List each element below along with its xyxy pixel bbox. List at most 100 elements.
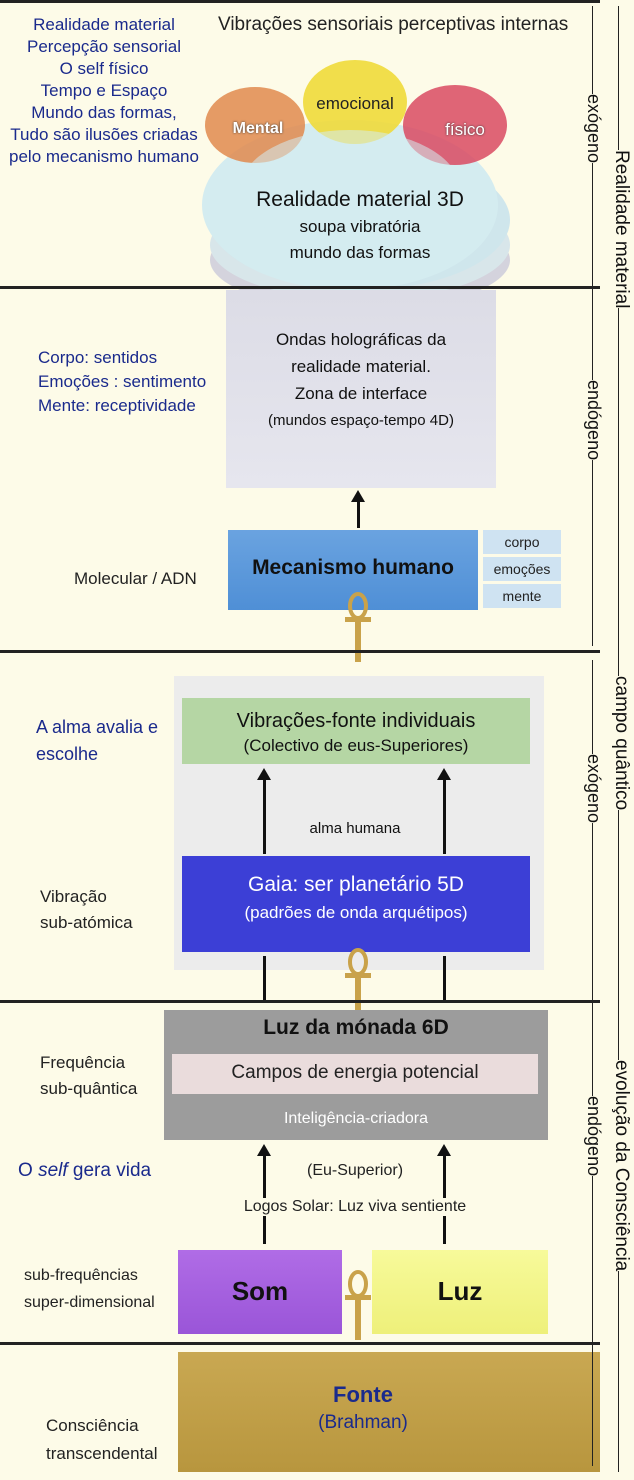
left-label: sub-frequências bbox=[24, 1267, 138, 1284]
ankh-icon bbox=[345, 948, 371, 1018]
section-divider bbox=[0, 1000, 600, 1003]
gaia-text: Gaia: ser planetário 5D (padrões de onda… bbox=[182, 870, 530, 926]
arrow-up-icon bbox=[351, 490, 365, 502]
fonte-box bbox=[178, 1352, 600, 1472]
reality-3d-sub: soupa vibratória bbox=[299, 217, 421, 236]
label-endogeno-2: endógeno bbox=[580, 1096, 604, 1177]
luz-box bbox=[372, 1250, 548, 1334]
eu-superior-label: (Eu-Superior) bbox=[290, 1162, 420, 1180]
ankh-icon bbox=[345, 1270, 371, 1340]
bracket-line bbox=[592, 660, 593, 1466]
left-label: Emoções : sentimento bbox=[38, 372, 207, 391]
left-label: O self físico bbox=[59, 59, 149, 78]
left-label: super-dimensional bbox=[24, 1294, 155, 1311]
self-gera-label: O self gera vida bbox=[18, 1160, 151, 1182]
section-divider bbox=[0, 286, 600, 289]
left-label: A alma avalia e bbox=[36, 717, 159, 737]
vibracoes-title: Vibrações-fonte individuais bbox=[236, 710, 476, 732]
arrow-shaft bbox=[263, 778, 266, 854]
left-label: escolhe bbox=[36, 744, 99, 764]
label-endogeno-1: endógeno bbox=[580, 380, 604, 461]
arrow-up-icon bbox=[257, 1144, 271, 1156]
label-exogeno-1: exógeno bbox=[580, 94, 604, 164]
label-realidade-material: Realidade material bbox=[606, 150, 632, 309]
label-exogeno-2: exógeno bbox=[580, 754, 604, 824]
holographic-box bbox=[226, 290, 496, 488]
arrow-shaft bbox=[443, 778, 446, 854]
left-block-realidade: Realidade material Percepção sensorial O… bbox=[4, 14, 204, 168]
mecanismo-side: corpo emoções mente bbox=[483, 530, 561, 612]
reality-3d-sub: mundo das formas bbox=[289, 243, 431, 262]
left-label: Tudo são ilusões criadas bbox=[10, 125, 198, 144]
alma-humana-label: alma humana bbox=[309, 820, 401, 837]
gaia-sub: (padrões de onda arquétipos) bbox=[244, 903, 468, 922]
ankh-icon bbox=[345, 592, 371, 662]
section-divider bbox=[0, 650, 600, 653]
fonte-text: Fonte (Brahman) bbox=[178, 1380, 548, 1436]
section-divider bbox=[0, 1342, 600, 1345]
frequencia-label: Frequência sub-quântica bbox=[40, 1050, 170, 1102]
arrow-shaft bbox=[357, 500, 360, 528]
fonte-title: Fonte bbox=[333, 1382, 393, 1407]
left-label: Frequência bbox=[40, 1053, 126, 1072]
vibracoes-sub: (Colectivo de eus-Superiores) bbox=[243, 736, 469, 755]
left-label: sub-quântica bbox=[40, 1079, 138, 1098]
reality-ovals bbox=[202, 60, 510, 310]
logos-label: Logos Solar: Luz viva sentiente bbox=[220, 1198, 490, 1216]
left-label: Mundo das formas, bbox=[31, 103, 177, 122]
holo-line: Zona de interface bbox=[294, 384, 428, 403]
som-box bbox=[178, 1250, 342, 1334]
holo-line: realidade material. bbox=[291, 357, 431, 376]
molecular-label: Molecular / ADN bbox=[74, 569, 197, 588]
subfreq-label: sub-frequências super-dimensional bbox=[24, 1262, 184, 1316]
oval-fisico: físico bbox=[445, 120, 485, 139]
fonte-sub: (Brahman) bbox=[318, 1412, 408, 1433]
left-label: O bbox=[18, 1160, 39, 1181]
gaia-box bbox=[182, 856, 530, 952]
left-block-corpo: Corpo: sentidos Emoções : sentimento Men… bbox=[38, 346, 218, 418]
holo-line: Ondas holográficas da bbox=[275, 330, 447, 349]
label-evolucao: evolução da Consciência bbox=[606, 1060, 632, 1272]
monada-title: Luz da mónada 6D bbox=[263, 1016, 449, 1039]
arrow-shaft bbox=[443, 956, 446, 1000]
label-campo-quantico: campo quântico bbox=[606, 676, 632, 811]
side-emocoes: emoções bbox=[483, 557, 561, 581]
som-label: Som bbox=[231, 1276, 289, 1306]
left-label: Corpo: sentidos bbox=[38, 348, 158, 367]
left-label: Tempo e Espaço bbox=[40, 81, 168, 100]
top-border bbox=[0, 0, 600, 3]
left-label: self bbox=[38, 1160, 68, 1181]
campos-text: Campos de energia potencial bbox=[231, 1062, 479, 1083]
vibracoes-fonte-text: Vibrações-fonte individuais (Colectivo d… bbox=[182, 708, 530, 758]
left-label: transcendental bbox=[46, 1444, 158, 1463]
left-label: Percepção sensorial bbox=[26, 37, 182, 56]
alma-avalia-label: A alma avalia e escolhe bbox=[36, 714, 186, 768]
reality-3d-text: Realidade material 3D soupa vibratória m… bbox=[230, 186, 490, 266]
left-label: Vibração bbox=[40, 887, 107, 906]
bracket-line bbox=[592, 6, 593, 646]
luz-label: Luz bbox=[437, 1276, 483, 1306]
arrow-up-icon bbox=[437, 768, 451, 780]
vibracao-label: Vibração sub-atómica bbox=[40, 884, 180, 936]
holographic-text: Ondas holográficas da realidade material… bbox=[226, 326, 496, 434]
reality-3d-title: Realidade material 3D bbox=[256, 188, 464, 211]
vibracoes-fonte-box bbox=[182, 698, 530, 764]
holo-line: (mundos espaço-tempo 4D) bbox=[268, 412, 454, 429]
side-corpo: corpo bbox=[483, 530, 561, 554]
arrow-up-icon bbox=[257, 768, 271, 780]
left-label: Realidade material bbox=[33, 15, 175, 34]
side-mente: mente bbox=[483, 584, 561, 608]
left-label: gera vida bbox=[67, 1160, 152, 1181]
left-label: sub-atómica bbox=[40, 913, 133, 932]
gaia-title: Gaia: ser planetário 5D bbox=[248, 873, 464, 896]
arrow-up-icon bbox=[437, 1144, 451, 1156]
campos-box bbox=[172, 1054, 538, 1094]
inteligencia-text: Inteligência-criadora bbox=[283, 1110, 429, 1127]
left-label: Mente: receptividade bbox=[38, 396, 196, 415]
oval-mental: Mental bbox=[232, 120, 284, 137]
arrow-shaft bbox=[263, 956, 266, 1000]
left-label: Consciência bbox=[46, 1416, 139, 1435]
consciencia-label: Consciência transcendental bbox=[46, 1412, 176, 1468]
left-label: pelo mecanismo humano bbox=[9, 147, 199, 166]
oval-emocional: emocional bbox=[316, 94, 394, 113]
